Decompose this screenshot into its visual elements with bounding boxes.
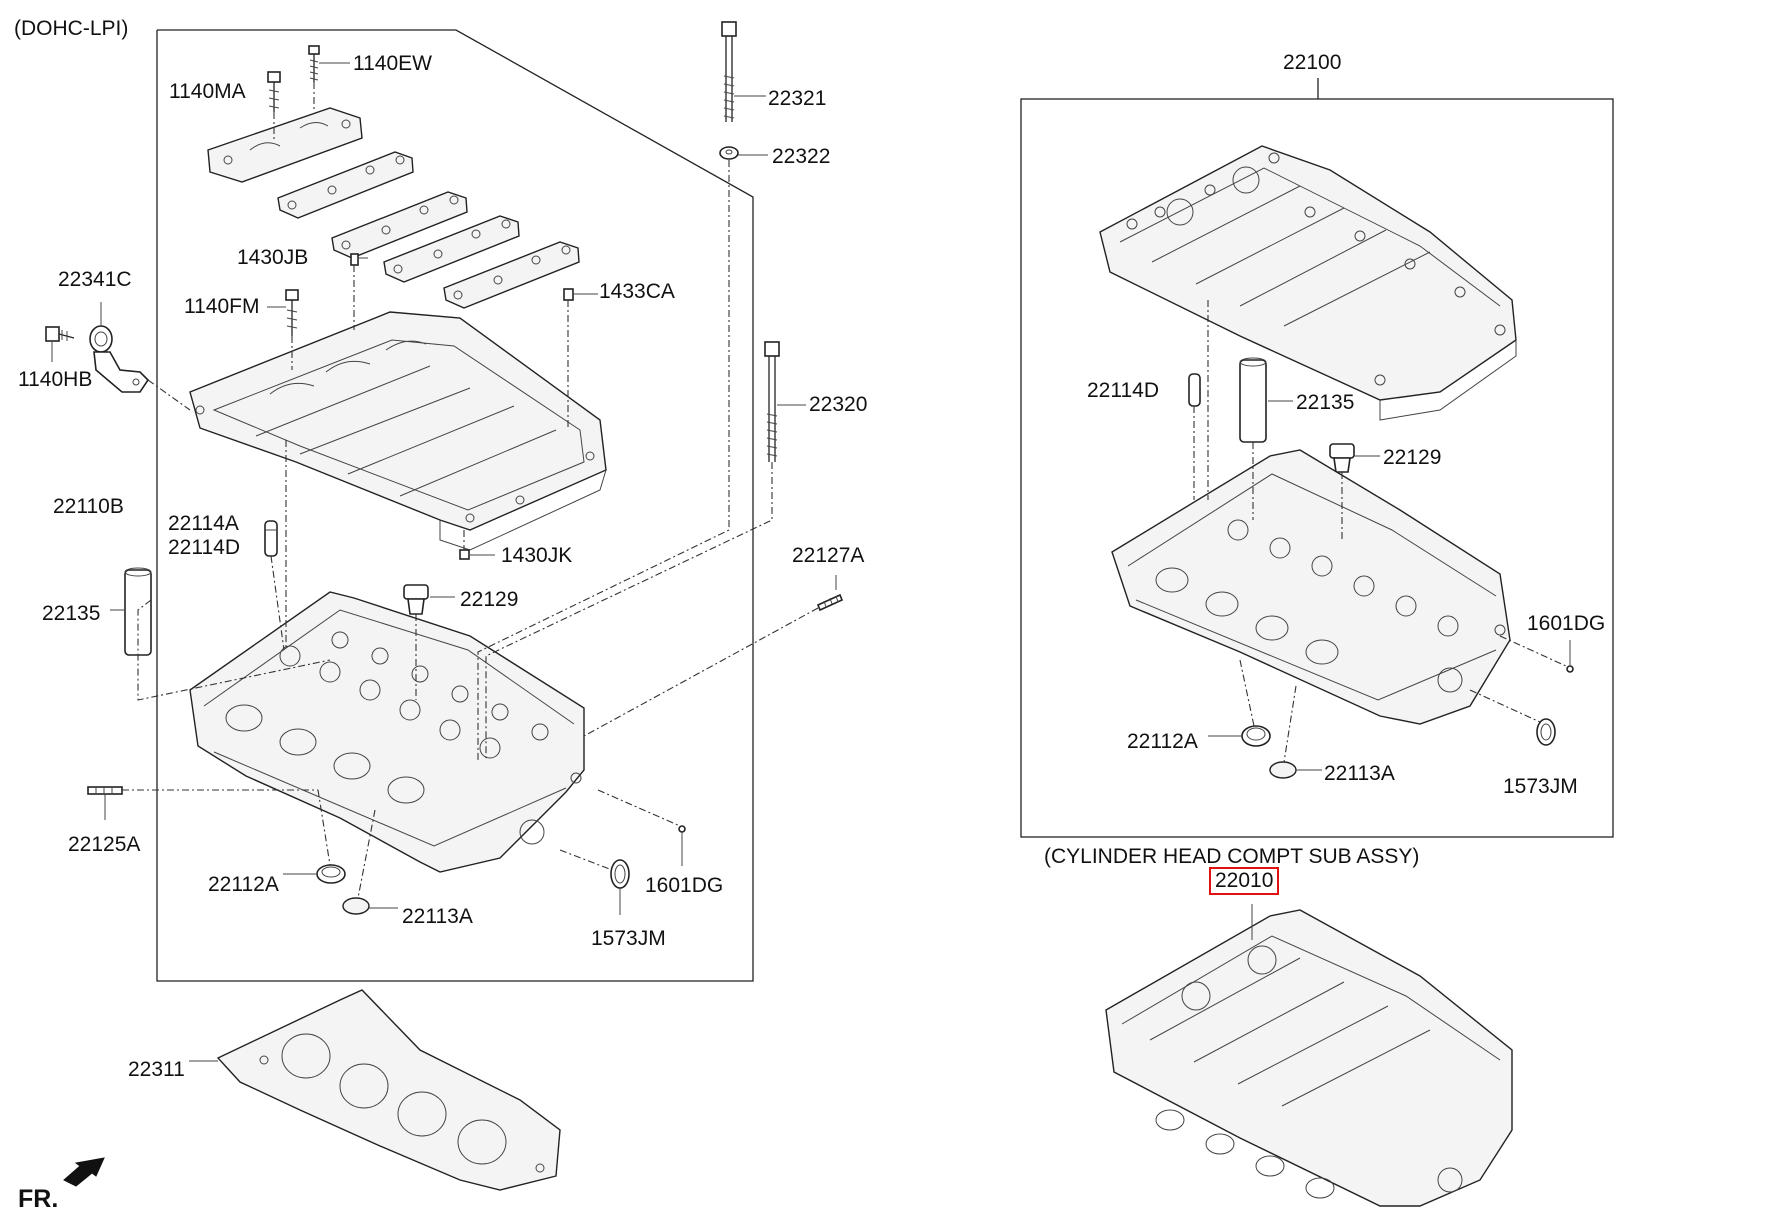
camshaft-bearing-cap-4-icon[interactable] [383,215,520,283]
dowel-sleeve-22114D-right-icon[interactable] [1188,373,1201,407]
sub-assembly-number-22010: 22010 [1215,869,1274,892]
seal-22112A-left-icon[interactable] [283,864,346,884]
seal-22113A-left-icon[interactable] [342,897,398,915]
sub-assembly-number-highlight[interactable]: 22010 [1209,867,1280,895]
part-label-1140MA[interactable]: 1140MA [169,80,246,103]
part-label-22322[interactable]: 22322 [772,145,831,168]
left-leader-lines [122,82,819,899]
guide-tube-22135-icon[interactable] [110,567,152,656]
part-label-1601DG[interactable]: 1601DG [645,874,724,897]
part-label-22112A[interactable]: 22112A [208,873,279,896]
seal-22112A-right-icon[interactable] [1208,725,1271,747]
part-label-22114A[interactable]: 22114A [168,512,239,535]
dowel-1433CA-icon[interactable] [563,288,598,301]
bolt-1140EW-icon[interactable] [308,45,350,82]
dowel-sleeve-22114A-icon[interactable] [264,520,278,557]
washer-22322-icon[interactable] [719,146,768,160]
plug-22129-icon[interactable] [403,584,455,615]
right-assembly-frame [1020,78,1614,838]
part-label-22114D[interactable]: 22114D [168,536,241,559]
plug-22129-right-icon[interactable] [1329,443,1355,473]
sub-assembly-caption: (CYLINDER HEAD COMPT SUB ASSY) [1044,845,1420,868]
right-part-label-22135[interactable]: 22135 [1296,391,1355,414]
part-label-1140FM[interactable]: 1140FM [184,295,260,318]
pin-1601DG-right-icon[interactable] [1566,640,1574,673]
right-part-label-22113A[interactable]: 22113A [1324,762,1395,785]
head-bolt-22321-icon[interactable] [721,21,766,122]
part-label-22135[interactable]: 22135 [42,602,101,625]
right-leader-lines [1193,300,1567,763]
bolt-1140HB-icon[interactable] [45,326,75,362]
right-part-label-1601DG[interactable]: 1601DG [1527,612,1606,635]
assembly-number-22100[interactable]: 22100 [1283,51,1342,74]
bolt-1140FM-icon[interactable] [267,289,299,336]
left-assembly-frame [156,29,754,982]
part-label-1433CA[interactable]: 1433CA [599,280,675,303]
right-part-label-1573JM[interactable]: 1573JM [1503,775,1578,798]
part-label-22321[interactable]: 22321 [768,87,827,110]
camshaft-bearing-cap-front-icon[interactable] [207,107,363,183]
part-label-22129[interactable]: 22129 [460,588,519,611]
part-label-22113A[interactable]: 22113A [402,905,473,928]
cylinder-head-icon[interactable] [189,591,585,873]
camshaft-bearing-cap-2-icon[interactable] [277,151,414,219]
head-bolt-22320-icon[interactable] [764,341,806,462]
cylinder-head-right-icon[interactable] [1111,449,1511,725]
part-label-1140EW[interactable]: 1140EW [353,52,432,75]
seal-22113A-right-icon[interactable] [1269,761,1322,779]
camshaft-bearing-cap-3-icon[interactable] [331,191,468,259]
right-part-label-22112A[interactable]: 22112A [1127,730,1198,753]
o-ring-1573JM-left-icon[interactable] [610,859,630,915]
part-label-1573JM[interactable]: 1573JM [591,927,666,950]
guide-tube-22135-right-icon[interactable] [1239,357,1267,443]
part-label-22341C[interactable]: 22341C [58,268,132,291]
right-part-label-22114D[interactable]: 22114D [1087,379,1160,402]
bracket-22341C-icon[interactable] [89,302,150,393]
bolt-1140MA-icon[interactable] [267,71,281,112]
part-label-22125A[interactable]: 22125A [68,833,141,856]
dowel-1430JK-icon[interactable] [459,549,495,560]
front-indicator-label: FR. [18,1185,59,1213]
variant-label: (DOHC-LPI) [14,17,129,40]
sub-assembly-22010-icon[interactable] [1105,904,1513,1207]
part-label-22320[interactable]: 22320 [809,393,868,416]
part-label-22127A[interactable]: 22127A [792,544,865,567]
head-gasket-22311-icon[interactable] [189,989,561,1191]
right-part-label-22129[interactable]: 22129 [1383,446,1442,469]
stud-22125A-icon[interactable] [87,786,123,820]
pin-1601DG-left-icon[interactable] [678,825,686,866]
part-label-22110B[interactable]: 22110B [53,495,124,518]
part-label-1430JB[interactable]: 1430JB [237,246,309,269]
camshaft-bearing-cap-5-icon[interactable] [443,241,580,309]
carrier-assembly-22100-icon[interactable] [1099,145,1517,421]
part-label-22311[interactable]: 22311 [128,1058,185,1081]
part-label-1430JK[interactable]: 1430JK [501,544,573,567]
front-arrow-icon [63,1157,105,1187]
o-ring-1573JM-right-icon[interactable] [1536,718,1556,746]
camshaft-carrier-22110B-icon[interactable] [189,311,607,551]
part-label-1140HB[interactable]: 1140HB [18,368,93,391]
stud-22127A-icon[interactable] [816,575,844,612]
